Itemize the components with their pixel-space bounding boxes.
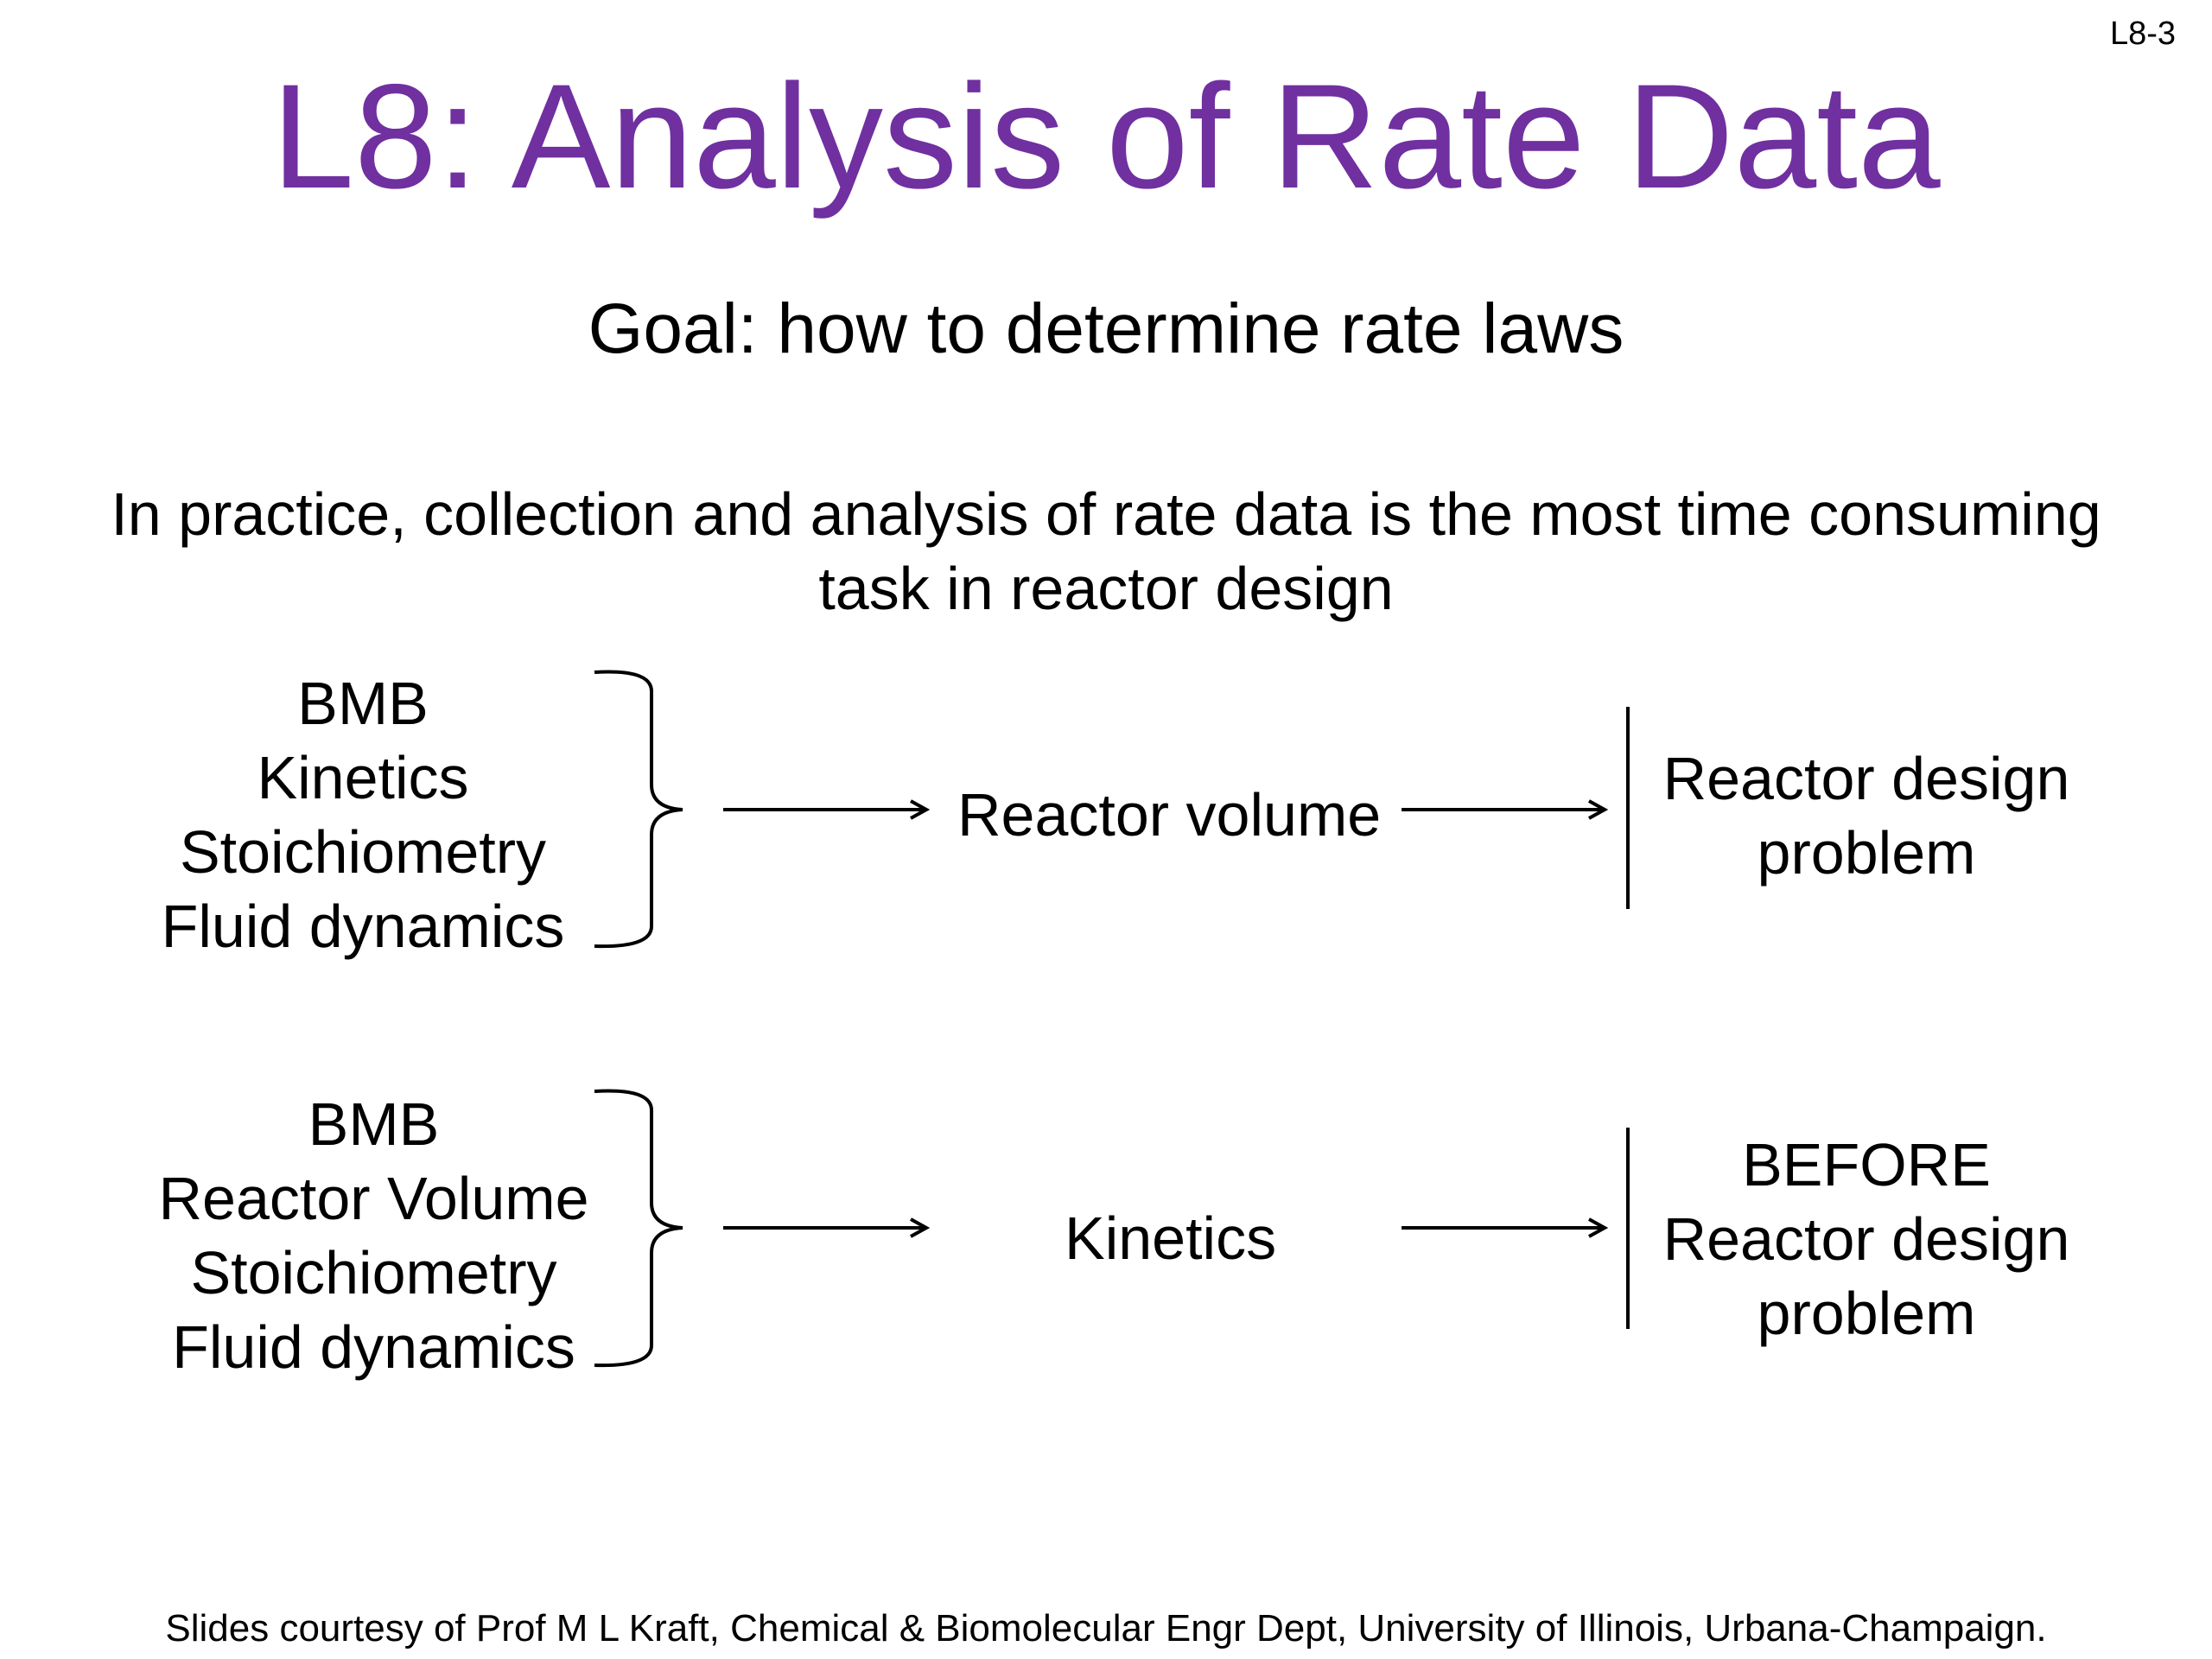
flow2-brace — [594, 1089, 683, 1368]
flow1-input: Kinetics — [257, 744, 469, 811]
footer-credit: Slides courtesy of Prof M L Kraft, Chemi… — [165, 1607, 2047, 1649]
flow2-inputs: BMB Reactor Volume Stoichiometry Fluid d… — [138, 1087, 609, 1384]
flow2-input: Reactor Volume — [158, 1165, 589, 1232]
practice-line-2: task in reactor design — [818, 555, 1394, 622]
flow2-result-line: BEFORE — [1742, 1131, 1991, 1198]
flow2-result: BEFORE Reactor design problem — [1642, 1128, 2091, 1351]
flow1-input: Fluid dynamics — [161, 893, 565, 960]
practice-line-1: In practice, collection and analysis of … — [111, 480, 2101, 548]
flow2-input: BMB — [308, 1090, 440, 1158]
flow1-input: Stoichiometry — [179, 818, 547, 886]
flow1-input: BMB — [297, 670, 429, 737]
slide-title: L8: Analysis of Rate Data — [271, 54, 1941, 219]
flow1-inputs: BMB Kinetics Stoichiometry Fluid dynamic… — [130, 666, 596, 963]
flow2-input: Fluid dynamics — [172, 1313, 575, 1381]
flow2-output: Kinetics — [1065, 1205, 1277, 1272]
flow1-output: Reactor volume — [957, 781, 1382, 849]
flow1-result-line: problem — [1757, 819, 1976, 887]
flow2-result-line: Reactor design — [1662, 1205, 2070, 1273]
flow1-brace — [594, 670, 683, 949]
practice-statement: In practice, collection and analysis of … — [52, 477, 2160, 626]
flow2-input: Stoichiometry — [190, 1239, 557, 1306]
flow1-result: Reactor design problem — [1642, 741, 2091, 890]
flow1-result-line: Reactor design — [1662, 745, 2070, 812]
flow2-result-line: problem — [1757, 1280, 1976, 1347]
goal-statement: Goal: how to determine rate laws — [588, 289, 1624, 368]
slide-number: L8-3 — [2109, 16, 2176, 52]
